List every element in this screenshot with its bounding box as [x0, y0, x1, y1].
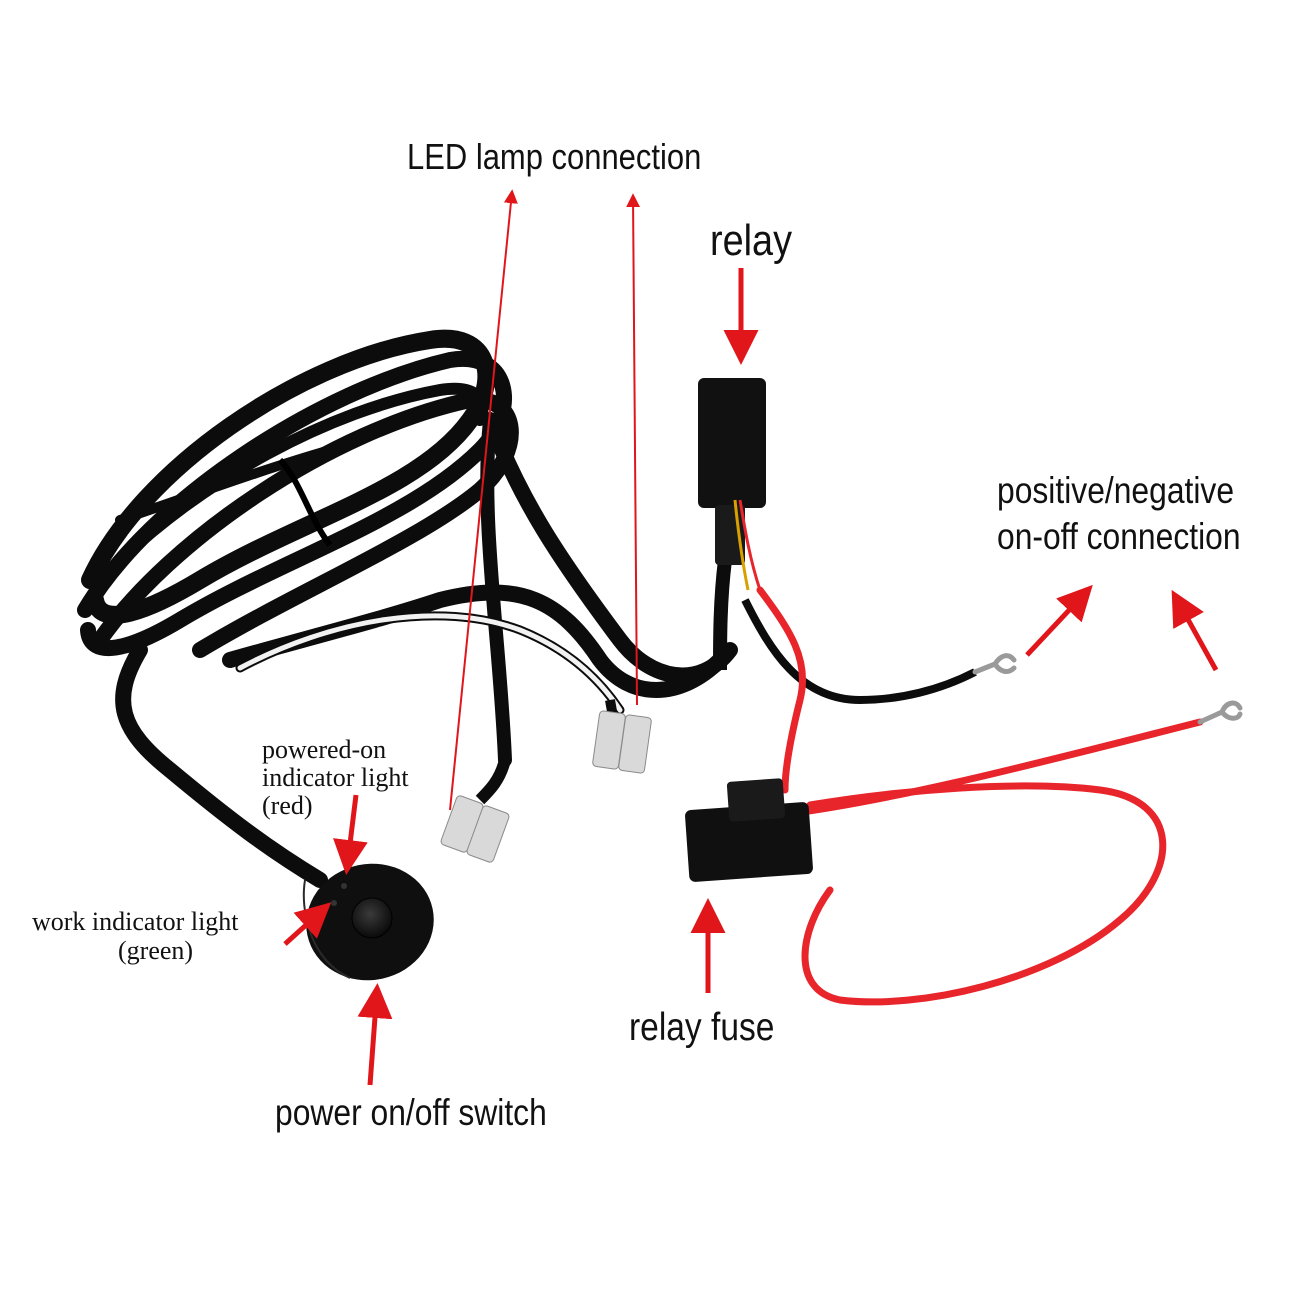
fork-terminal-red: [1197, 700, 1243, 725]
label-indicator-light: indicator light: [262, 763, 409, 792]
label-red: (red): [262, 791, 313, 820]
red-indicator-led: [341, 883, 347, 889]
black-ground-wire: [741, 598, 977, 705]
label-positive-negative: positive/negative: [997, 470, 1235, 511]
green-indicator-led: [331, 900, 337, 906]
label-on-off-connection: on-off connection: [997, 516, 1241, 557]
arrow-led-right: [626, 193, 641, 706]
label-green: (green): [118, 936, 194, 965]
cable-tie: [277, 457, 333, 547]
label-work-indicator-light: work indicator light: [32, 907, 239, 936]
arrow-work-light: [283, 902, 332, 946]
arrow-power-switch: [357, 983, 393, 1086]
label-powered-on: powered-on: [262, 735, 387, 764]
label-power-switch: power on/off switch: [275, 1092, 547, 1133]
fork-terminal-black: [972, 653, 1017, 675]
cable-coil: [77, 329, 738, 767]
arrow-led-left: [449, 189, 518, 811]
red-wire: [756, 586, 1204, 1006]
white-wire: [235, 611, 625, 715]
arrow-powered-on: [333, 794, 368, 875]
switch-cable: [115, 642, 328, 888]
relay-body: [698, 378, 766, 671]
lamp-terminals-left: [440, 758, 511, 863]
callout-arrows: [283, 189, 1219, 1086]
arrow-pos-neg-right: [1171, 589, 1219, 672]
power-switch-body: [302, 863, 434, 981]
arrow-pos-neg-left: [1025, 584, 1093, 657]
label-relay: relay: [710, 216, 793, 265]
switch-button: [351, 897, 393, 939]
lamp-terminals-right: [592, 699, 652, 774]
fuse-holder: [685, 778, 813, 882]
label-led-lamp-connection: LED lamp connection: [407, 136, 702, 177]
label-relay-fuse: relay fuse: [629, 1006, 775, 1049]
